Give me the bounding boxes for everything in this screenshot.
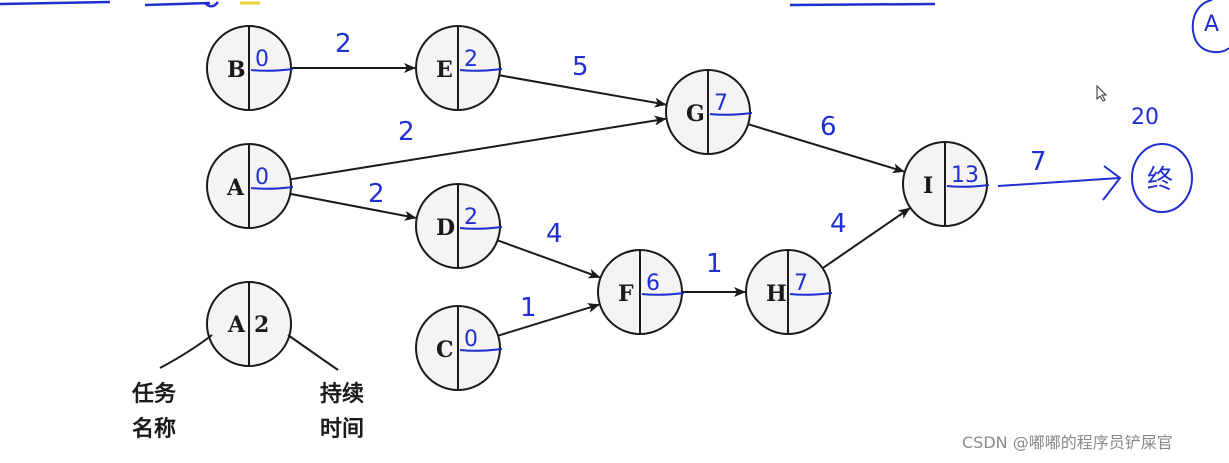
node-start-value: 0 [255,165,269,190]
node-letter: H [766,281,787,307]
edges-layer: 2 5 2 2 6 4 1 1 4 [290,29,911,337]
node-I: I 13 [902,141,990,227]
edge-D-F [497,239,601,279]
edge-H-I [822,207,911,270]
legend-left-pointer [159,334,213,369]
node-letter: C [436,337,454,363]
legend-duration: 2 [254,312,269,338]
end-node: 终 20 [1131,105,1193,213]
node-value-underline [250,186,294,190]
legend-right-label-1: 持续 [320,381,364,407]
legend-task-letter: A [227,312,246,338]
node-value-underline [946,184,990,188]
node-start-value: 7 [794,271,808,296]
node-value-underline [789,292,833,296]
edge-weight-C-F: 1 [520,293,537,323]
legend: A 2 任务 名称 持续 时间 [131,281,364,442]
edge-weight-E-G: 5 [572,52,589,82]
edge-weight-B-E: 2 [335,29,352,59]
end-node-total: 20 [1131,105,1159,130]
node-start-value: 6 [646,271,660,296]
top-scribbles [0,0,936,8]
edge-weight-I-end: 7 [1030,147,1047,177]
node-letter: A [226,175,245,201]
node-value-underline [459,68,503,72]
corner-mark: A [1191,0,1229,54]
corner-mark-text: A [1204,12,1219,37]
node-start-value: 2 [464,47,478,72]
edge-A-G [290,115,667,181]
node-start-value: 7 [714,91,728,116]
edge-I-end: 7 [997,147,1122,201]
node-value-underline [709,112,753,116]
end-node-label: 终 [1147,165,1173,195]
node-letter: G [686,101,705,127]
legend-left-label-1: 任务 [131,381,177,407]
node-letter: E [436,57,453,83]
cursor-icon [1096,84,1108,102]
edge-C-F [497,303,600,337]
edge-weight-A-G: 2 [398,117,415,147]
edge-weight-D-F: 4 [546,219,563,249]
node-start-value: 0 [464,327,478,352]
edge-G-I [747,123,905,174]
edge-weight-A-D: 2 [368,179,385,209]
node-value-underline [250,68,294,72]
node-value-underline [459,226,503,230]
watermark: CSDN @嘟嘟的程序员铲屎官 [962,433,1173,452]
node-value-underline [459,348,503,352]
node-letter: I [923,173,933,199]
legend-right-pointer [287,334,339,371]
node-start-value: 13 [951,163,979,188]
edge-weight-G-I: 6 [820,112,837,142]
legend-right-label-2: 时间 [320,417,364,442]
node-letter: D [436,215,455,241]
node-value-underline [641,292,685,296]
edge-weight-F-H: 1 [706,249,723,279]
node-start-value: 2 [464,205,478,230]
legend-left-label-2: 名称 [132,416,176,442]
edge-E-G [499,74,667,108]
edge-weight-H-I: 4 [830,209,847,239]
node-start-value: 0 [255,47,269,72]
node-letter: B [227,57,246,83]
node-letter: F [618,281,634,307]
edge-A-D [290,192,417,221]
